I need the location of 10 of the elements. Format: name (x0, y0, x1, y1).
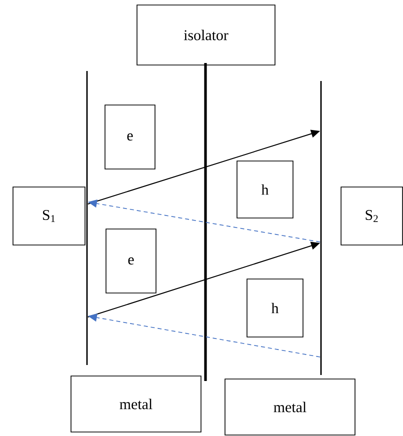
metal-plate (204, 63, 207, 381)
label-box: e (106, 228, 156, 294)
label-box: isolator (136, 4, 276, 66)
label-box: S$_{1}$ (12, 186, 86, 246)
label-box: e (104, 104, 156, 170)
label-box: metal (70, 376, 202, 432)
label-box: h (246, 278, 304, 338)
label-box: h (236, 160, 294, 218)
label-box: S$_{2}$ (340, 186, 403, 246)
label-box: metal (224, 378, 356, 436)
